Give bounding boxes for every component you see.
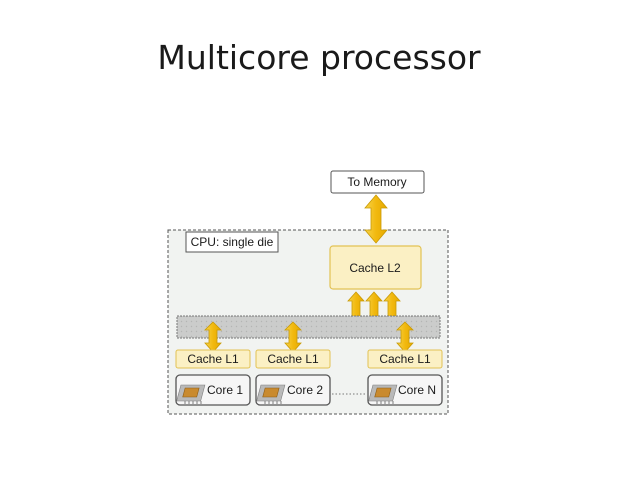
die-label: CPU: single die	[191, 235, 274, 249]
cache-l1-label: Cache L1	[379, 352, 431, 366]
chip-icon	[256, 384, 286, 404]
cache-l2-box	[329, 245, 422, 290]
cache-l1-box	[367, 349, 443, 369]
memory-arrow	[364, 194, 388, 244]
core-group-n: Cache L1 Core N	[367, 349, 443, 406]
cache-l2-label: Cache L2	[349, 261, 401, 275]
cache-l1-label: Cache L1	[187, 352, 239, 366]
slide-title: Multicore processor	[157, 38, 481, 77]
core-label: Core 1	[207, 383, 243, 397]
chip-icon	[368, 384, 398, 404]
memory-label: To Memory	[347, 175, 406, 189]
core-group-2: Cache L1 Core 2	[255, 349, 331, 406]
cache-l1-box	[175, 349, 251, 369]
memory-box	[330, 170, 425, 194]
bus-l1-arrows	[204, 321, 414, 353]
die-label-box	[185, 231, 279, 253]
cache-l1-box	[255, 349, 331, 369]
core-label: Core 2	[287, 383, 323, 397]
core-label: Core N	[398, 383, 436, 397]
cache-l1-label: Cache L1	[267, 352, 319, 366]
shared-bus	[176, 315, 441, 339]
core-group-1: Cache L1 Core 1	[175, 349, 251, 406]
chip-icon	[176, 384, 206, 404]
